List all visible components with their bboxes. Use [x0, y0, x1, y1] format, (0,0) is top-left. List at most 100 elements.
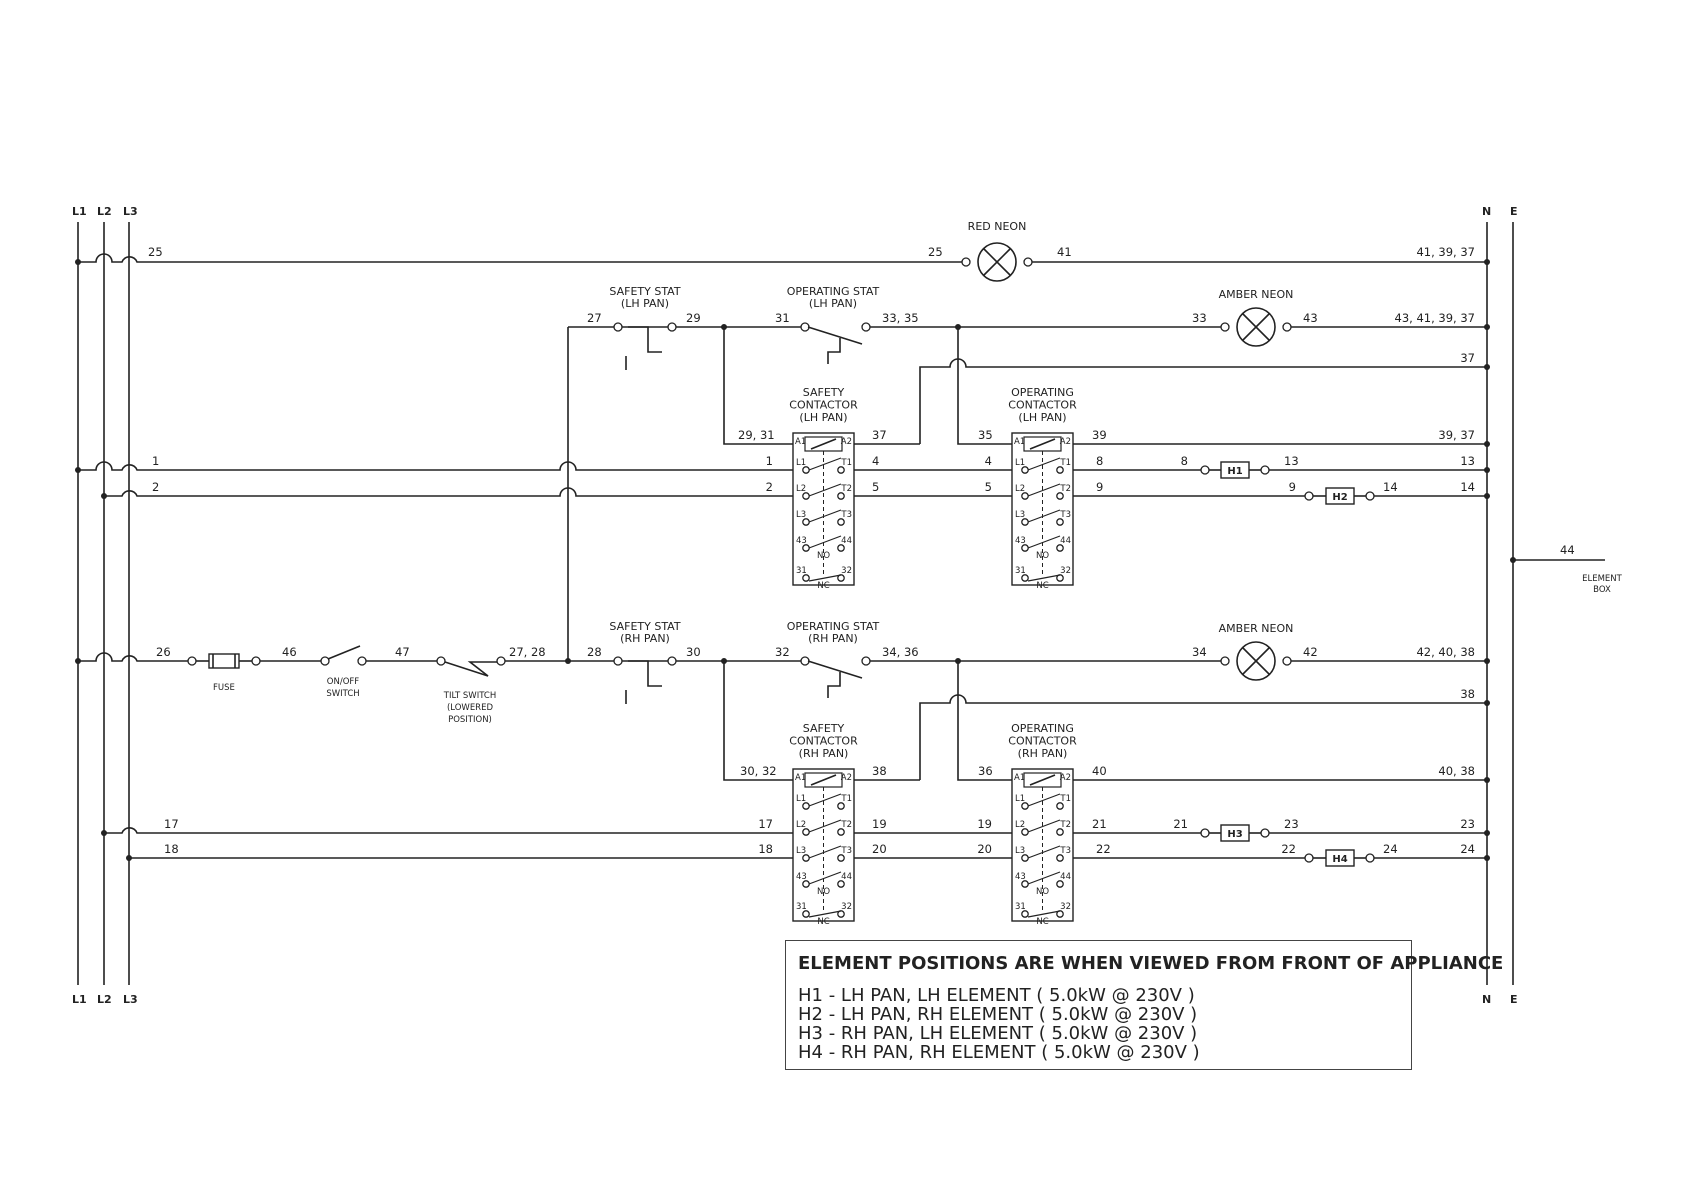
- contact-terminal: [837, 574, 845, 582]
- wire-number: 17: [164, 817, 179, 831]
- contactor-coil-mark: [1029, 774, 1056, 786]
- rail-label-l3-bottom: L3: [123, 993, 138, 1006]
- wire-17: [104, 827, 793, 834]
- contact-label: T1: [1059, 794, 1071, 804]
- contact-blade: [1027, 535, 1061, 549]
- wire-number: 18: [758, 842, 773, 856]
- heater-label: H2: [1332, 492, 1347, 503]
- safety-stat-rh-label-2: (RH PAN): [620, 632, 670, 645]
- operating-stat-lh-label-2: (LH PAN): [809, 297, 857, 310]
- wire-number: 40: [1092, 764, 1107, 778]
- contact-blade: [808, 457, 842, 471]
- wire-number: 39, 37: [1438, 428, 1475, 442]
- wire-number: 42, 40, 38: [1416, 645, 1475, 659]
- wire-number: 2: [766, 480, 773, 494]
- wire-number: 20: [977, 842, 992, 856]
- wire-number: 19: [977, 817, 992, 831]
- coil-terminal-a1: A1: [1014, 773, 1025, 783]
- wire-number: 31: [775, 311, 790, 325]
- wire-number: 19: [872, 817, 887, 831]
- contactor-label-line: CONTACTOR: [1008, 399, 1077, 412]
- contact-label: L3: [796, 510, 806, 520]
- rail-label-l2: L2: [97, 205, 112, 218]
- supply-rails: [77, 222, 1514, 985]
- terminal: [667, 322, 677, 332]
- contact-terminal: [1056, 574, 1064, 582]
- lamp-cross: [983, 248, 1011, 276]
- contact-label: T2: [840, 820, 852, 830]
- wire-number: 29, 31: [738, 428, 775, 442]
- notes-item-h4: H4 - RH PAN, RH ELEMENT ( 5.0kW @ 230V ): [798, 1042, 1200, 1063]
- rail-label-n-bottom: N: [1482, 993, 1491, 1006]
- notes-item-h2: H2 - LH PAN, RH ELEMENT ( 5.0kW @ 230V ): [798, 1004, 1198, 1025]
- safety-stat-lh-bulb: [628, 326, 662, 353]
- contact-label: 32: [841, 566, 852, 576]
- wire-number: 23: [1460, 817, 1475, 831]
- contact-label: T1: [1059, 458, 1071, 468]
- notes-item-h1: H1 - LH PAN, LH ELEMENT ( 5.0kW @ 230V ): [798, 985, 1195, 1006]
- terminal: [1220, 656, 1230, 666]
- wire-number: 39: [1092, 428, 1107, 442]
- circuit-lh-stats: 27 29 31 33, 35 33 43 43, 41, 39, 37 SAF…: [568, 285, 1490, 370]
- circuit-rh-coils: 30, 32 38 36 40 40, 38: [723, 661, 1490, 783]
- wire-number: 1: [766, 454, 773, 468]
- terminal: [667, 656, 677, 666]
- tilt-switch-symbol: [444, 661, 497, 677]
- contact-blade: [1027, 871, 1061, 885]
- junction-node: [1484, 830, 1490, 836]
- circuit-lh-coils: 29, 31 37 35 39 39, 37: [723, 327, 1490, 447]
- contact-blade: [808, 509, 842, 523]
- wire-number: 24: [1460, 842, 1475, 856]
- coil-terminal-a2: A2: [841, 773, 852, 783]
- contact-type-no: NO: [817, 551, 830, 561]
- wire-number: 4: [985, 454, 992, 468]
- contact-label: L3: [796, 846, 806, 856]
- heater-label: H4: [1332, 854, 1347, 865]
- coil-terminal-a1: A1: [795, 773, 806, 783]
- contact-label: L1: [796, 794, 806, 804]
- wire-number: 4: [872, 454, 879, 468]
- circuit-main-control: 26 46 47 27, 28 28 30 32 34, 36 34 42 42…: [75, 620, 1490, 725]
- wire-25: [78, 253, 962, 263]
- element-box-label-2: BOX: [1593, 585, 1611, 595]
- contact-terminal: [1056, 828, 1064, 836]
- notes-item-h3: H3 - RH PAN, LH ELEMENT ( 5.0kW @ 230V ): [798, 1023, 1198, 1044]
- contact-blade: [1027, 793, 1061, 807]
- contact-blade: [808, 819, 842, 833]
- contact-type-no: NO: [1036, 887, 1049, 897]
- contact-label: 31: [1015, 566, 1026, 576]
- tilt-switch-label-1: TILT SWITCH: [443, 691, 497, 701]
- wire-number: 22: [1096, 842, 1111, 856]
- wire-number: 27: [587, 311, 602, 325]
- rail-labels-top: L1 L2 L3 N E: [72, 205, 1518, 218]
- contact-label: 32: [1060, 902, 1071, 912]
- contact-type-nc: NC: [1036, 581, 1048, 591]
- contact-terminal: [1021, 910, 1029, 918]
- wire-number: 14: [1460, 480, 1475, 494]
- wire-26: [78, 652, 188, 662]
- contact-blade: [1027, 910, 1061, 918]
- contact-blade: [1027, 574, 1061, 582]
- contact-terminal: [1056, 466, 1064, 474]
- contact-label: 43: [1015, 536, 1026, 546]
- junction-node: [1484, 467, 1490, 473]
- operating-stat-rh-label-1: OPERATING STAT: [787, 620, 880, 633]
- junction-node: [1484, 700, 1490, 706]
- contactor-label-line: SAFETY: [803, 722, 845, 735]
- amber-neon-rh-label: AMBER NEON: [1219, 622, 1294, 635]
- wire-number: 2: [152, 480, 159, 494]
- contact-blade: [1027, 509, 1061, 523]
- lamp-cross: [1242, 313, 1270, 341]
- red-neon-label: RED NEON: [968, 220, 1027, 233]
- circuit-h3: H3 17 17 19 19 21 21 23 23: [101, 817, 1490, 842]
- wire-number: 8: [1181, 454, 1188, 468]
- contact-blade: [808, 910, 842, 918]
- wire-number: 9: [1289, 480, 1296, 494]
- wire-number: 41: [1057, 245, 1072, 259]
- wire-number: 24: [1383, 842, 1398, 856]
- coil-terminal-a2: A2: [1060, 773, 1071, 783]
- contactor-coil-mark: [810, 774, 837, 786]
- terminal: [1260, 465, 1270, 475]
- terminal: [1200, 465, 1210, 475]
